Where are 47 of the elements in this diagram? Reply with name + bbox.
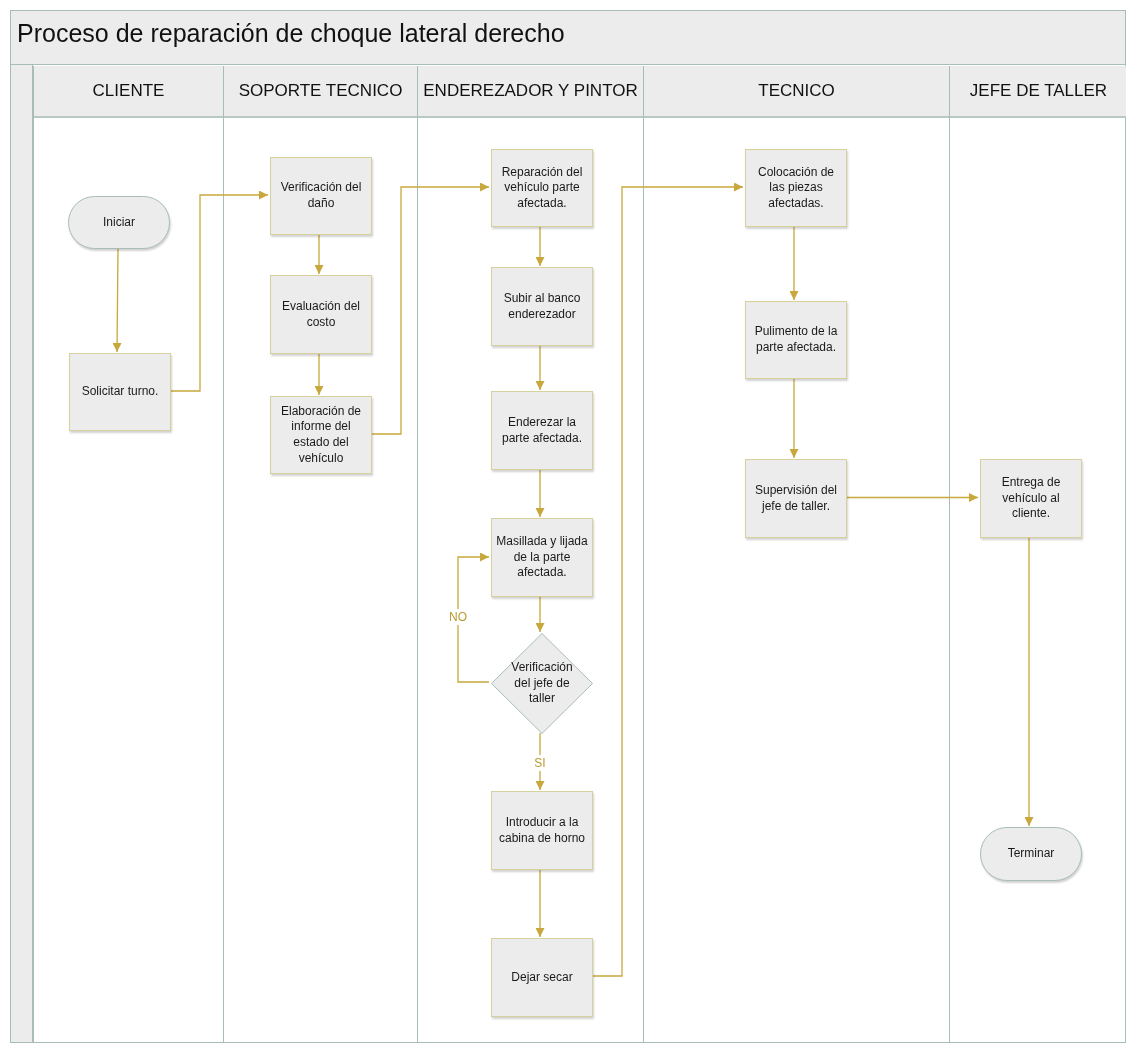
process-box: Introducir a la cabina de horno xyxy=(491,791,593,870)
process-box: Entrega de vehículo al cliente. xyxy=(980,459,1082,538)
arrow xyxy=(535,595,545,633)
arrow xyxy=(535,225,545,267)
pool-header: Proceso de reparación de choque lateral derecho xyxy=(11,11,1125,65)
arrow xyxy=(844,493,979,502)
arrow xyxy=(535,868,545,938)
process-box: Solicitar turno. xyxy=(69,353,171,431)
process-box: Enderezar la parte afectada. xyxy=(491,391,593,470)
arrow xyxy=(314,352,324,396)
arrow xyxy=(457,552,490,683)
swimlane xyxy=(33,66,223,1043)
arrow xyxy=(590,182,744,977)
edge-label: NO xyxy=(447,609,469,625)
arrow xyxy=(1024,536,1034,827)
arrow xyxy=(369,182,490,435)
process-box: Dejar secar xyxy=(491,938,593,1017)
swimlane xyxy=(643,66,949,1043)
pool-frame xyxy=(10,10,1126,1043)
process-box: Evaluación del costo xyxy=(270,275,372,354)
arrow xyxy=(314,233,324,275)
process-box: Elaboración de informe del estado del vehículo xyxy=(270,396,372,474)
arrow xyxy=(535,468,545,518)
lane-header: CLIENTE xyxy=(34,66,223,118)
swimlane xyxy=(223,66,417,1043)
arrow xyxy=(168,190,269,392)
arrow xyxy=(789,225,799,301)
process-box: Supervisión del jefe de taller. xyxy=(745,459,847,538)
terminal-shape: Iniciar xyxy=(68,196,170,249)
process-box: Verificación del daño xyxy=(270,157,372,235)
process-box: Pulimento de la parte afectada. xyxy=(745,301,847,379)
process-box: Subir al banco enderezador xyxy=(491,267,593,346)
swimlane xyxy=(417,66,643,1043)
process-box: Colocación de las piezas afectadas. xyxy=(745,149,847,227)
decision-diamond: Verificación del jefe de taller xyxy=(491,633,593,734)
lane-header: TECNICO xyxy=(644,66,949,118)
process-box: Reparación del vehículo parte afectada. xyxy=(491,149,593,227)
swimlane xyxy=(949,66,1126,1043)
edge-label: SI xyxy=(532,755,548,771)
process-box: Masillada y lijada de la parte afectada. xyxy=(491,518,593,597)
lane-header: ENDEREZADOR Y PINTOR xyxy=(418,66,643,118)
lane-header: SOPORTE TECNICO xyxy=(224,66,417,118)
arrow xyxy=(789,377,799,459)
arrow xyxy=(112,247,122,353)
lane-header: JEFE DE TALLER xyxy=(950,66,1126,118)
terminal-shape: Terminar xyxy=(980,827,1082,881)
arrow xyxy=(535,344,545,391)
